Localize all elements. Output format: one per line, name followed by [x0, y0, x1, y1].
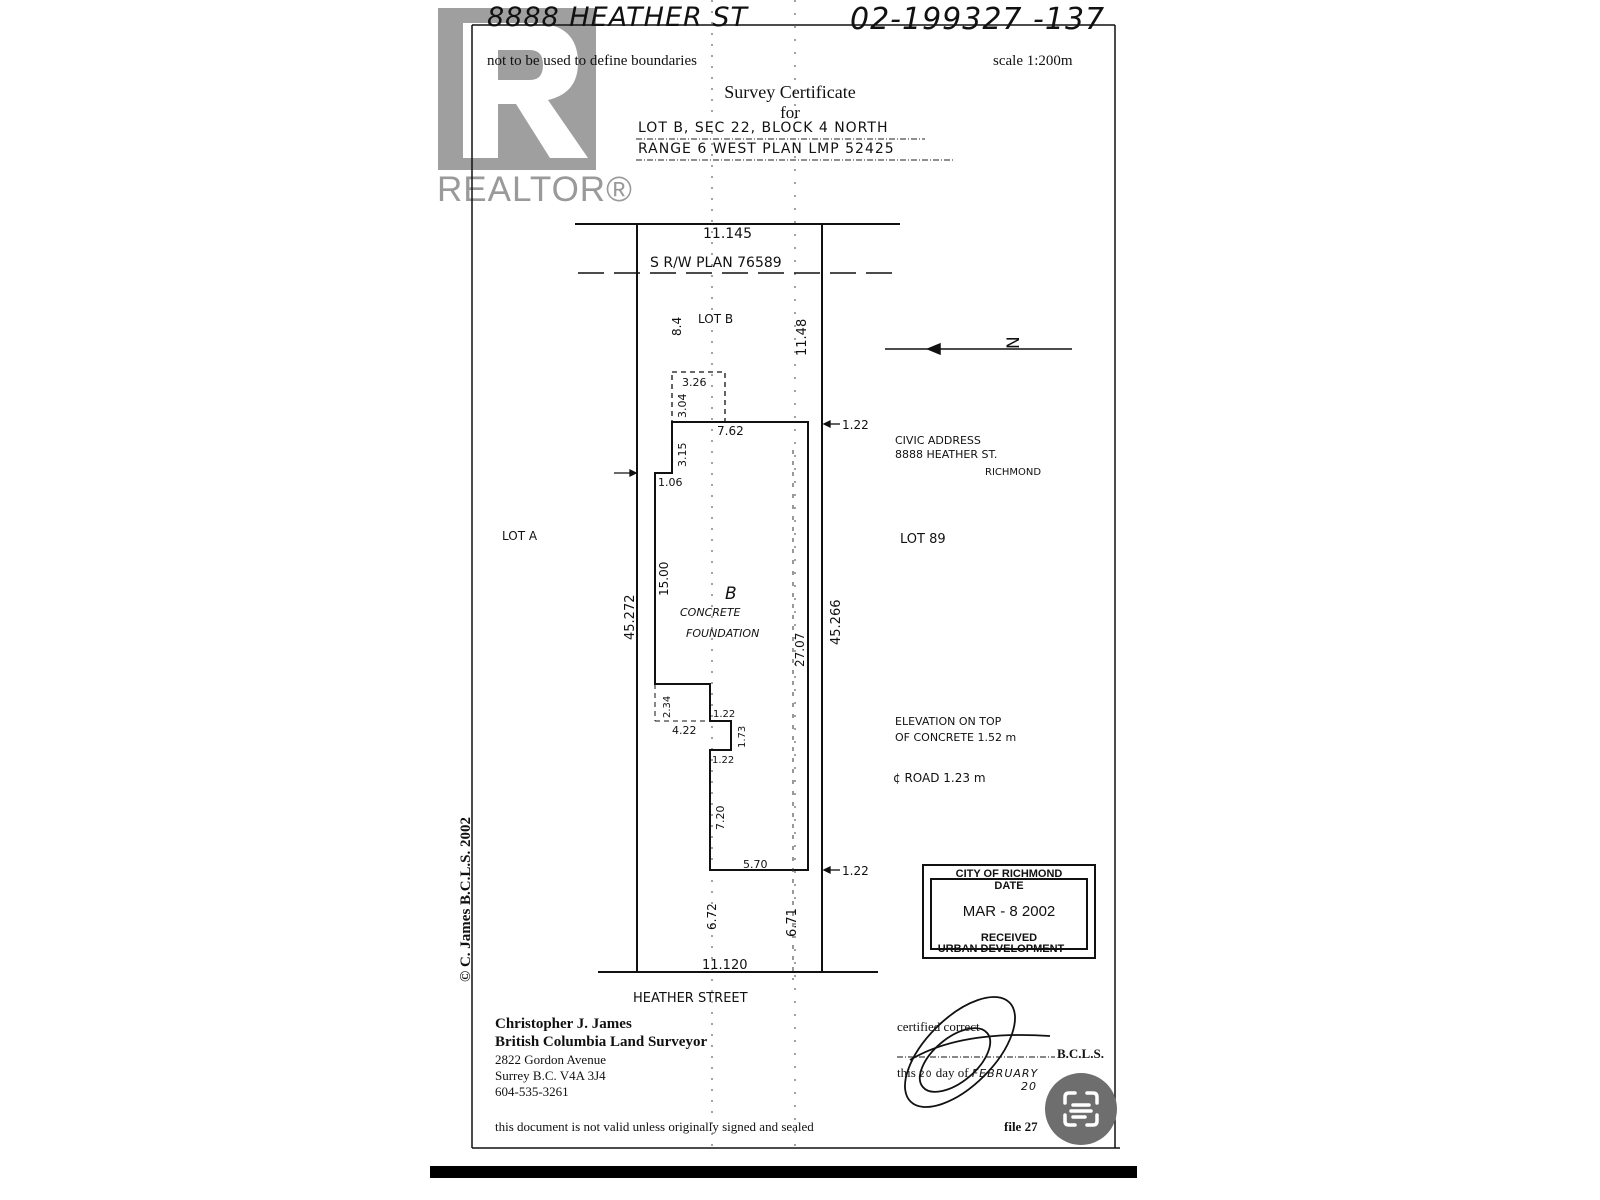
road-elevation-note: ¢ ROAD 1.23 m: [893, 771, 986, 785]
right-of-way-label: S R/W PLAN 76589: [650, 255, 782, 271]
copyright-notice: © C. James B.C.L.S. 2002: [458, 817, 474, 982]
realtor-r-icon: [463, 23, 588, 158]
received-stamp: [922, 864, 1096, 959]
realtor-logo-text: REALTOR®: [437, 170, 633, 209]
year-value: 20: [1021, 1080, 1037, 1093]
dim-side-setback-bottom: 1.22: [842, 864, 869, 878]
scan-text-icon: [1063, 1091, 1099, 1127]
dim-notch-top: 1.22: [713, 709, 735, 720]
dim-right-wall: 27.07: [793, 633, 807, 667]
certification-date: this 20 day of FEBRUARY: [897, 1065, 1038, 1081]
building-label: B: [725, 584, 737, 604]
dim-rear-left: 8.4: [670, 317, 684, 336]
surveyor-address2: Surrey B.C. V4A 3J4: [495, 1068, 606, 1083]
handwritten-file-number: 02-199327 -137: [850, 2, 1106, 37]
surveyor-title: British Columbia Land Surveyor: [495, 1034, 708, 1050]
dim-top-width: 11.145: [703, 226, 752, 242]
scan-text-button[interactable]: [1045, 1073, 1117, 1145]
signature: [904, 996, 1051, 1108]
stamp-department: URBAN DEVELOPMENT: [937, 943, 1065, 955]
document-frame: [471, 24, 1120, 1149]
building-footprint: [654, 421, 809, 871]
civic-address-street: 8888 HEATHER ST.: [895, 448, 997, 461]
dim-left-lot-length: 45.272: [623, 595, 638, 641]
stamp-received: RECEIVED: [980, 932, 1038, 944]
civic-address-title: CIVIC ADDRESS: [895, 434, 981, 447]
this-label: this: [897, 1065, 916, 1080]
validity-note: this document is not valid unless origin…: [495, 1119, 814, 1134]
building-desc: FOUNDATION: [686, 627, 759, 640]
dim-rear-right: 11.48: [795, 319, 810, 356]
dim-step-width: 1.06: [658, 476, 683, 489]
document-title: Survey Certificate: [724, 82, 856, 102]
lot-b-label: LOT B: [698, 312, 733, 326]
realtor-logo: [438, 8, 596, 170]
dim-addition-width: 3.26: [682, 376, 707, 389]
certified-correct: certified correct: [897, 1019, 980, 1034]
dim-left-wall: 15.00: [657, 562, 671, 596]
north-label: N: [1004, 336, 1024, 349]
dashed-addition: [671, 371, 726, 423]
document-title-for: for: [780, 103, 800, 122]
legal-description-line1: LOT B, SEC 22, BLOCK 4 NORTH: [638, 120, 889, 136]
dim-addition-depth: 3.04: [676, 394, 689, 419]
setback-arrows: [614, 419, 840, 875]
dim-rear-width: 7.62: [717, 424, 744, 438]
stamp-city: CITY OF RICHMOND: [955, 868, 1063, 880]
dim-right-lot-length: 45.266: [829, 600, 844, 646]
lot-a-label: LOT A: [502, 529, 538, 543]
stamp-date-label: DATE: [994, 880, 1024, 892]
dim-front-wall: 7.20: [714, 806, 727, 831]
scale: scale 1:200m: [993, 53, 1073, 69]
elevation-note: OF CONCRETE 1.52 m: [895, 731, 1016, 744]
legal-description-line2: RANGE 6 WEST PLAN LMP 52425: [638, 141, 895, 157]
dim-bump-depth: 1.73: [737, 726, 748, 748]
file-number: file 27: [1004, 1119, 1038, 1134]
day-value: 20: [919, 1070, 933, 1080]
stamp-date: MAR - 8 2002: [962, 903, 1056, 920]
dim-front-width: 5.70: [743, 858, 768, 871]
elevation-note: ELEVATION ON TOP: [895, 715, 1002, 728]
surveyor-address1: 2822 Gordon Avenue: [495, 1052, 606, 1067]
street-label: HEATHER STREET: [633, 991, 748, 1006]
bottom-edge-bar: [430, 1166, 1137, 1178]
north-arrow-icon: [885, 342, 1072, 356]
month-value: FEBRUARY: [971, 1067, 1039, 1080]
dim-bump-bottom: 1.22: [712, 755, 734, 766]
dim-step-depth: 3.15: [676, 443, 689, 468]
dim-front-left: 6.72: [705, 903, 719, 930]
dim-side-setback-top: 1.22: [842, 418, 869, 432]
building-desc: CONCRETE: [680, 606, 741, 619]
disclaimer: not to be used to define boundaries: [487, 53, 697, 69]
dim-front-lot-width: 11.120: [702, 958, 748, 973]
day-of-label: day of: [935, 1065, 969, 1080]
bcls-label: B.C.L.S.: [1057, 1046, 1104, 1061]
surveyor-phone: 604-535-3261: [495, 1084, 569, 1099]
dim-notch-depth: 2.34: [662, 696, 673, 718]
lot-boundary: [575, 223, 900, 973]
lot-89-label: LOT 89: [900, 532, 946, 547]
civic-address-city: RICHMOND: [985, 467, 1041, 478]
handwritten-address: 8888 HEATHER ST: [487, 2, 748, 33]
dim-notch-width: 4.22: [672, 724, 697, 737]
dim-front-right: 6.71: [785, 908, 800, 937]
surveyor-name: Christopher J. James: [495, 1016, 632, 1032]
